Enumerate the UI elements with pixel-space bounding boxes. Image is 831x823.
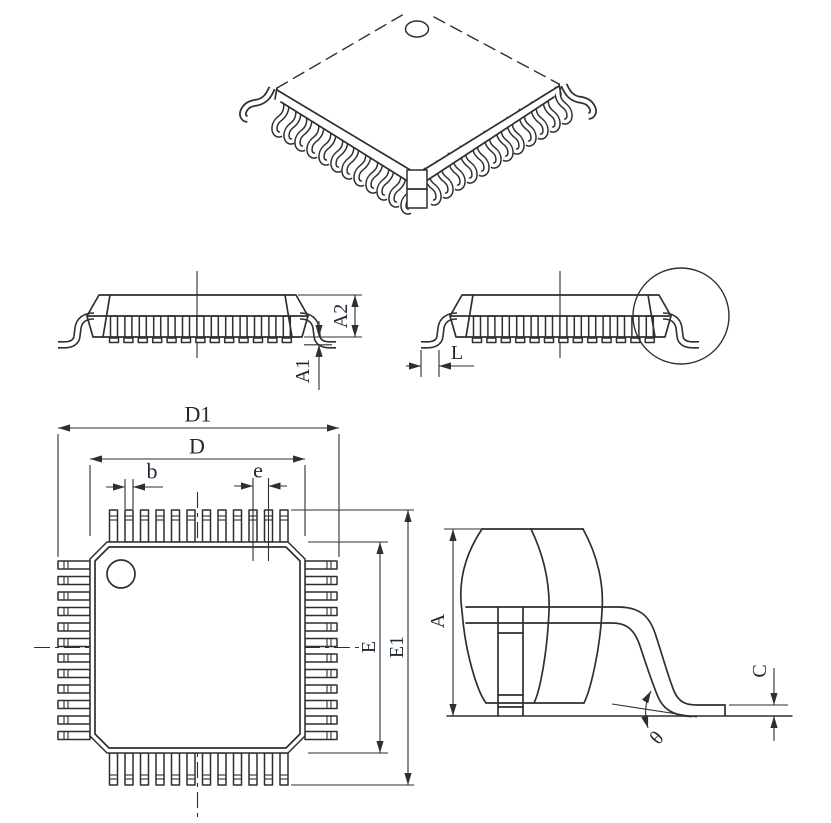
gullwing-lead-left (58, 312, 95, 349)
dim-label-a2: A2 (330, 304, 352, 328)
leads-right (304, 560, 338, 741)
corner-chamfer-facet (406, 169, 428, 209)
foot-tangent-line (611, 703, 698, 718)
side-view-right: L (406, 267, 730, 377)
dim-label-d: D (189, 434, 205, 459)
dim-label-e1: E1 (386, 636, 408, 658)
side-view-left: A2 A1 (58, 271, 362, 390)
gullwing-lead-right (662, 312, 699, 349)
package-body-outline (89, 541, 306, 754)
dim-d: D (89, 434, 306, 536)
dim-label-l: L (451, 342, 463, 364)
dim-c: C (729, 664, 788, 741)
dim-label-theta: θ (646, 727, 669, 749)
dim-e: E (308, 541, 388, 754)
dim-label-c: C (749, 664, 771, 677)
dim-e-pitch: e (234, 458, 287, 561)
pin1-marker-icon (106, 559, 136, 589)
dim-label-e: E (358, 641, 380, 653)
dim-theta: θ (611, 690, 698, 749)
leads-front-right (427, 78, 596, 202)
body-bevel-left (277, 90, 417, 187)
hidden-edge-left (276, 13, 405, 89)
dim-label-e-pitch: e (253, 458, 263, 483)
dim-label-d1: D1 (185, 402, 212, 427)
dim-label-a: A (427, 613, 449, 628)
dim-label-a1: A1 (292, 359, 314, 383)
leads-bottom (108, 752, 289, 786)
isometric-view (241, 13, 596, 211)
leads-front-left (241, 81, 416, 211)
lead-detail-view: A C θ (427, 528, 793, 749)
dim-e1: E1 (291, 509, 414, 786)
dim-l: L (406, 342, 474, 377)
pin1-dimple-icon (404, 20, 430, 38)
leads-left (57, 560, 91, 741)
hidden-edge-right (433, 16, 560, 85)
top-view: D1 D b e E (34, 402, 414, 818)
dim-a1: A1 (292, 321, 332, 390)
side-leads (471, 315, 656, 344)
body-cross-section (459, 528, 604, 717)
gullwing-lead-left (421, 312, 458, 349)
gullwing-lead-profile (465, 606, 726, 718)
body-bevel-right (417, 86, 559, 187)
dim-a2: A2 (298, 294, 362, 338)
leads-top (108, 509, 289, 543)
side-leads (108, 315, 293, 344)
package-body-inner-outline (94, 546, 301, 749)
dim-label-b: b (147, 459, 158, 484)
dim-d1: D1 (57, 402, 340, 557)
detail-callout-circle (632, 267, 730, 365)
angle-arc (641, 690, 652, 729)
dim-b: b (106, 459, 163, 509)
dim-a: A (427, 528, 483, 716)
